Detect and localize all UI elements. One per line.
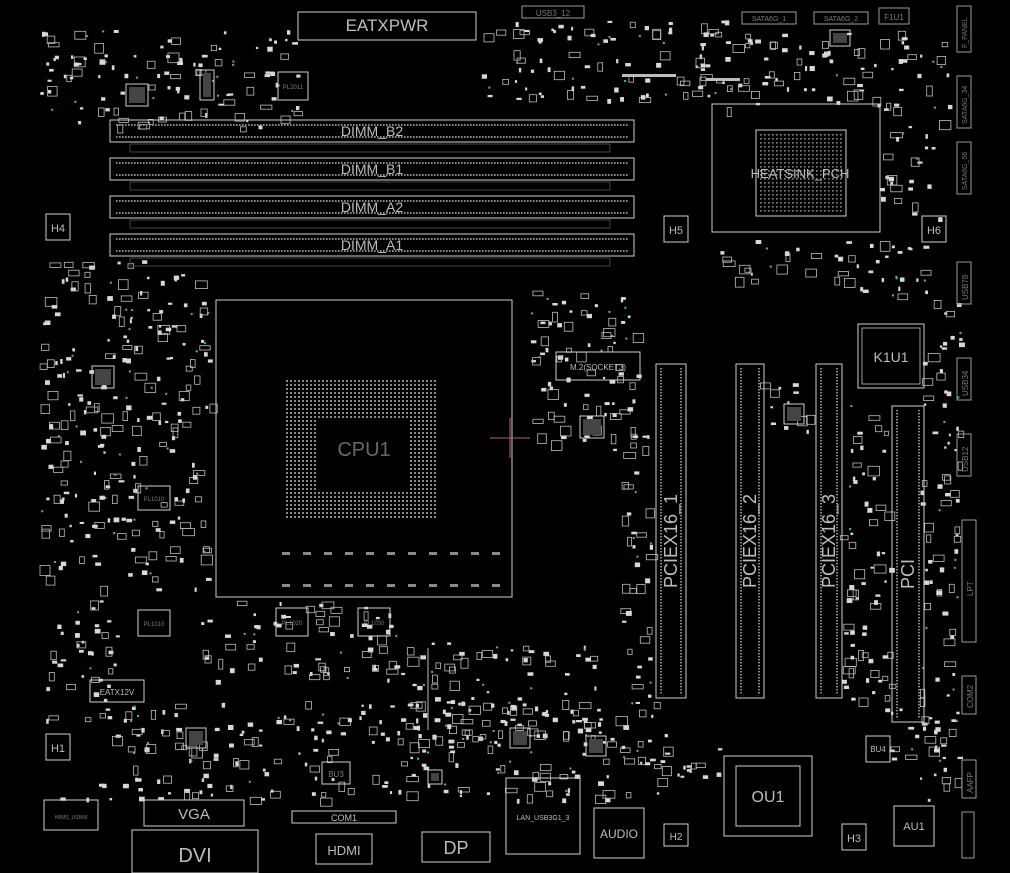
svg-text:H5: H5 [669,225,683,237]
svg-text:H3: H3 [847,833,861,845]
svg-text:M.2(SOCKET3): M.2(SOCKET3) [570,363,626,372]
svg-text:F1U1: F1U1 [884,13,904,22]
pcie-slot: PCI [891,405,925,723]
dimm-label: DIMM_B1 [341,161,403,177]
svg-text:H2: H2 [670,832,683,843]
dimm-slot: DIMM_B2 [109,119,635,143]
slot-label: PCIEX16_1 [661,494,682,588]
sata-connectors-top: SATA6G_1 SATA6G_2 F1U1 [741,7,910,25]
pcie-slot: PCIEX16_2 [735,363,765,699]
svg-text:SATA6G_1: SATA6G_1 [752,16,786,23]
mounting-holes: H4 H5 H6 H1 H2 H3 [45,213,947,851]
rear-io: KBMS_USB56 VGA DVI COM1 HDMI DP LAN_USB3… [43,761,645,873]
svg-text:SATA6G_34: SATA6G_34 [962,86,969,124]
slot-label: PCIEX16_2 [740,494,761,588]
heatsink-label: HEATSINK_PCH [751,166,850,181]
pcie-slot: PCIEX16_1 [655,363,687,699]
dimm-slot: DIMM_B1 [109,157,635,181]
svg-text:SATA6G_56: SATA6G_56 [962,152,969,190]
pcie-slot: PCIEX16_3 [815,363,843,699]
dimm-label: DIMM_A1 [341,237,403,253]
small-components [39,20,965,807]
io-chips: OU1 AU1 BU4 [723,735,935,847]
slot-label: PCIEX16_3 [819,494,840,588]
dimm-label: DIMM_B2 [341,123,403,139]
svg-text:H4: H4 [51,223,65,235]
svg-text:USB34: USB34 [961,370,970,396]
svg-text:COM2: COM2 [966,684,975,708]
dimm-slot: DIMM_A1 [109,233,635,257]
dimm-slot: DIMM_A2 [109,195,635,219]
svg-text:H6: H6 [927,225,941,237]
m2-socket: M.2(SOCKET3) [555,351,641,381]
usb3-12-header: USB3_12 [521,5,585,19]
pch-heatsink: HEATSINK_PCH [711,103,881,233]
svg-text:LPT: LPT [966,581,975,596]
svg-text:H1: H1 [51,743,65,755]
eatx12v-connector: EATX12V [89,679,145,703]
cpu-socket: CPU1 [215,299,530,598]
slot-label: PCI [898,559,918,589]
svg-text:SATA6G_2: SATA6G_2 [824,16,858,23]
svg-text:USB78: USB78 [961,274,970,300]
k1u1-chip: K1U1 [857,323,925,389]
svg-text:USB12: USB12 [961,446,970,472]
right-edge-connectors: F_PANEL SATA6G_34 SATA6G_56 USB78 USB34 … [956,5,977,859]
eatxpwr-label: EATXPWR [346,16,429,35]
cpu-label: CPU1 [337,439,390,461]
svg-text:AAFP: AAFP [966,772,975,793]
dimm-label: DIMM_A2 [341,199,403,215]
eatxpwr-connector: EATXPWR [297,11,477,41]
svg-text:USB3_12: USB3_12 [536,9,571,18]
voltage-regulators: PL1010 PL1010 PL1020 PL1030 PL2011 [137,71,391,637]
svg-text:F_PANEL: F_PANEL [962,17,969,48]
